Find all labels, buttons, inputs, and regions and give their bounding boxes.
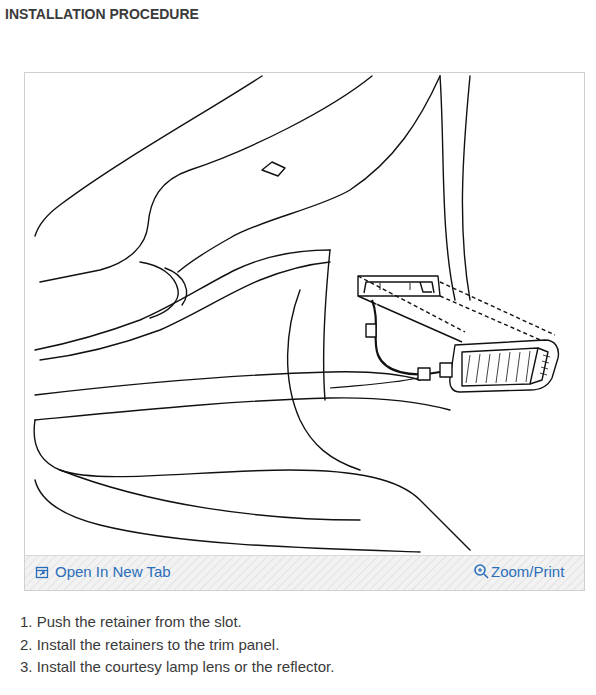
procedure-step: 3. Install the courtesy lamp lens or the… [20, 658, 334, 675]
toolbar-link: Open In New Tab [55, 563, 171, 580]
courtesy-lamp [330, 276, 558, 392]
image-frame [25, 73, 585, 591]
toolbar-link: Zoom/Print [491, 563, 564, 580]
procedure-step: 1. Push the retainer from the slot. [20, 613, 242, 630]
open-tab-icon [37, 568, 48, 578]
door-trim-panel [34, 76, 470, 552]
procedure-step: 2. Install the retainers to the trim pan… [20, 636, 279, 653]
zoom-icon [475, 565, 488, 578]
page-title: INSTALLATION PROCEDURE [5, 6, 199, 22]
toolbar [25, 556, 584, 590]
